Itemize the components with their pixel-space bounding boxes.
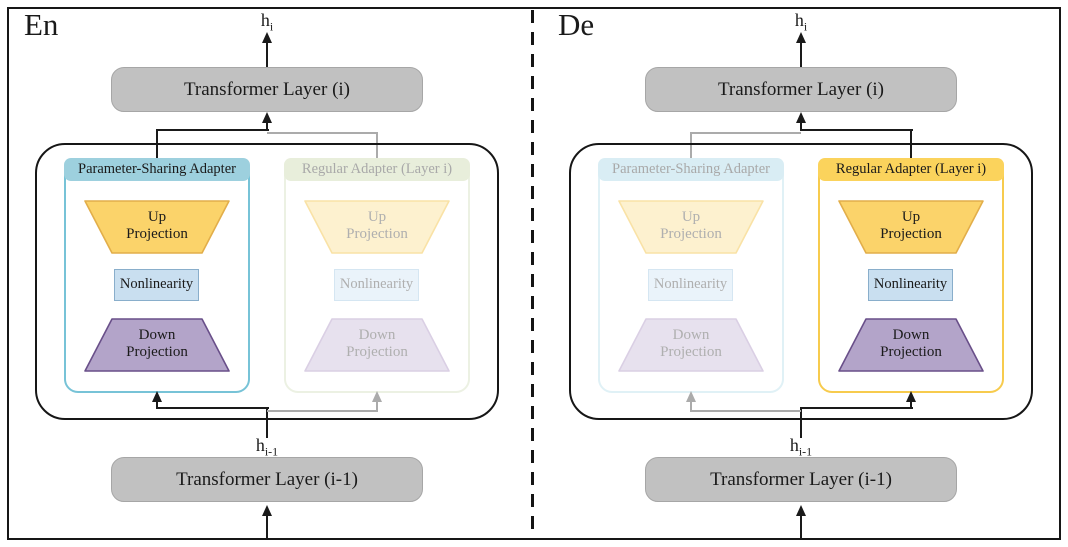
h-base: h xyxy=(789,435,799,455)
line-segment xyxy=(691,410,801,412)
adapter-header: Parameter-Sharing Adapter xyxy=(64,158,250,181)
panel-encoder: En hi Transformer Layer (i) Parameter-Sh… xyxy=(24,7,499,539)
line-segment xyxy=(800,41,802,67)
nonlinearity-block: Nonlinearity xyxy=(868,269,953,301)
line-segment xyxy=(266,121,268,131)
encoder-input-label: hi-1 xyxy=(207,434,327,463)
up-projection-shape xyxy=(838,200,984,254)
line-segment xyxy=(157,129,269,131)
encoder-transformer-layer-i: Transformer Layer (i) xyxy=(111,67,423,112)
line-segment xyxy=(800,121,802,131)
adapter-header: Regular Adapter (Layer i) xyxy=(818,158,1004,181)
arrow-up-icon xyxy=(262,32,272,43)
h-base: h xyxy=(260,10,270,30)
line-segment xyxy=(691,132,801,134)
encoder-decoder-divider xyxy=(531,10,534,537)
adapter-header: Parameter-Sharing Adapter xyxy=(598,158,784,181)
up-projection-label: Up Projection xyxy=(346,209,408,242)
encoder-regular-adapter: Regular Adapter (Layer i) Up Projection … xyxy=(284,158,470,393)
down-projection-label: Down Projection xyxy=(880,327,942,360)
up-projection-shape xyxy=(84,200,230,254)
up-projection-shape xyxy=(304,200,450,254)
h-base: h xyxy=(255,435,265,455)
line-segment xyxy=(800,407,802,438)
arrow-up-icon xyxy=(686,391,696,402)
encoder-parameter-sharing-adapter: Parameter-Sharing Adapter Up Projection … xyxy=(64,158,250,393)
decoder-regular-adapter: Regular Adapter (Layer i) Up Projection … xyxy=(818,158,1004,393)
arrow-up-icon xyxy=(372,391,382,402)
up-projection-label: Up Projection xyxy=(880,209,942,242)
arrow-up-icon xyxy=(262,505,272,516)
nonlinearity-block: Nonlinearity xyxy=(648,269,733,301)
line-segment xyxy=(690,132,692,159)
decoder-transformer-layer-i-1: Transformer Layer (i-1) xyxy=(645,457,957,502)
line-segment xyxy=(266,407,268,438)
outer-frame xyxy=(7,7,1061,540)
line-segment xyxy=(156,400,158,409)
down-projection-label: Down Projection xyxy=(346,327,408,360)
line-segment xyxy=(267,132,377,134)
arrow-up-icon xyxy=(906,391,916,402)
encoder-title: En xyxy=(24,7,59,42)
line-segment xyxy=(376,132,378,159)
decoder-title: De xyxy=(558,7,595,42)
encoder-output-label: hi xyxy=(207,9,327,38)
h-subscript: i xyxy=(269,19,274,34)
arrow-up-icon xyxy=(262,112,272,123)
line-segment xyxy=(266,514,268,539)
decoder-output-label: hi xyxy=(741,9,861,38)
down-projection-label: Down Projection xyxy=(126,327,188,360)
arrow-up-icon xyxy=(796,505,806,516)
down-projection-shape xyxy=(84,318,230,372)
h-base: h xyxy=(794,10,804,30)
line-segment xyxy=(267,410,377,412)
arrow-up-icon xyxy=(152,391,162,402)
up-projection-label: Up Projection xyxy=(126,209,188,242)
panel-decoder: De hi Transformer Layer (i) Parameter-Sh… xyxy=(534,0,1068,547)
adapter-header: Regular Adapter (Layer i) xyxy=(284,158,470,181)
arrow-up-icon xyxy=(796,32,806,43)
decoder-input-label: hi-1 xyxy=(741,434,861,463)
down-projection-label: Down Projection xyxy=(660,327,722,360)
h-subscript: i xyxy=(803,19,808,34)
line-segment xyxy=(801,129,913,131)
line-segment xyxy=(376,400,378,412)
encoder-transformer-layer-i-1: Transformer Layer (i-1) xyxy=(111,457,423,502)
line-segment xyxy=(800,514,802,539)
h-subscript: i-1 xyxy=(264,444,279,459)
decoder-transformer-layer-i: Transformer Layer (i) xyxy=(645,67,957,112)
down-projection-shape xyxy=(838,318,984,372)
up-projection-label: Up Projection xyxy=(660,209,722,242)
nonlinearity-block: Nonlinearity xyxy=(114,269,199,301)
up-projection-shape xyxy=(618,200,764,254)
line-segment xyxy=(910,400,912,409)
down-projection-shape xyxy=(618,318,764,372)
h-subscript: i-1 xyxy=(798,444,813,459)
line-segment xyxy=(266,41,268,67)
nonlinearity-block: Nonlinearity xyxy=(334,269,419,301)
line-segment xyxy=(690,400,692,412)
decoder-parameter-sharing-adapter: Parameter-Sharing Adapter Up Projection … xyxy=(598,158,784,393)
line-segment xyxy=(157,407,269,409)
line-segment xyxy=(801,407,913,409)
arrow-up-icon xyxy=(796,112,806,123)
down-projection-shape xyxy=(304,318,450,372)
